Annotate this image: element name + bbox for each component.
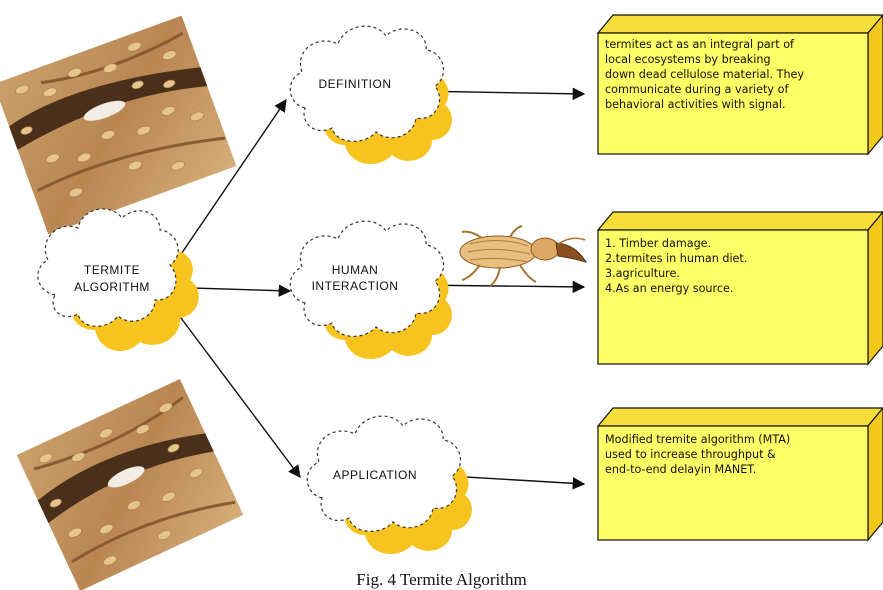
box-application-line-3: end-to-end delayin MANET. [605,463,756,476]
termite-illustration [459,225,588,287]
box-definition-line-4: communicate during a variety of [605,83,789,96]
cloud-termite-algorithm-line-1: TERMITE [84,263,140,277]
arrow-root-to-application [159,289,301,479]
cloud-termite-algorithm: TERMITE ALGORITHM [37,208,199,352]
termite-colony-photo-top [0,15,237,235]
box-application: Modified tremite algorithm (MTA) used to… [596,407,883,542]
box-definition: termites act as an integral part of loca… [596,14,883,156]
box-application-line-2: used to increase throughput & [605,448,776,461]
cloud-human-interaction-line-1: HUMAN [332,263,379,277]
termite-colony-photo-bottom [16,378,244,590]
box-definition-line-2: local ecosystems by breaking [605,53,771,66]
cloud-application-label: APPLICATION [333,468,417,482]
box-human-interaction-line-4: 4.As an energy source. [605,282,733,295]
cloud-application: APPLICATION [306,415,472,555]
box-definition-line-1: termites act as an integral part of [605,38,795,51]
cloud-termite-algorithm-line-2: ALGORITHM [74,280,150,294]
box-definition-line-5: behavioral activities with signal. [605,98,786,111]
box-human-interaction-line-2: 2.termites in human diet. [605,252,747,265]
box-human-interaction-line-3: 3.agriculture. [605,267,680,280]
cloud-human-interaction-line-2: INTERACTION [312,279,399,293]
cloud-definition-label: DEFINITION [319,77,392,91]
box-human-interaction-line-1: 1. Timber damage. [605,237,711,250]
figure-caption: Fig. 4 Termite Algorithm [356,570,527,589]
cloud-definition: DEFINITION [289,25,452,165]
box-definition-line-3: down dead cellulose material. They [605,68,804,81]
box-human-interaction: 1. Timber damage. 2.termites in human di… [596,211,883,366]
cloud-human-interaction: HUMAN INTERACTION [289,220,452,360]
box-application-line-1: Modified tremite algorithm (MTA) [605,433,790,446]
